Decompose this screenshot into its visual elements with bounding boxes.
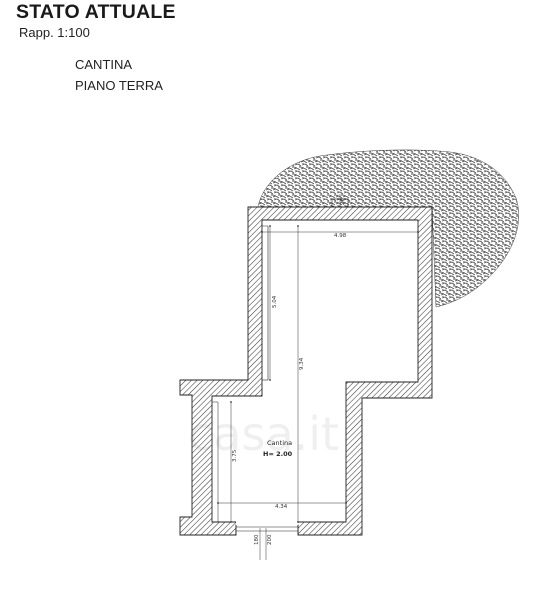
floor-label: PIANO TERRA	[75, 78, 163, 93]
dim-total-depth: 9.34	[299, 357, 305, 370]
door-opening	[236, 521, 298, 535]
plan-title: STATO ATTUALE	[16, 1, 176, 23]
dim-top-width: 4.98	[334, 233, 347, 239]
room-height: H= 2.00	[263, 450, 293, 458]
level-label: CANTINA	[75, 57, 133, 72]
dim-door-a: 180	[254, 534, 260, 545]
terrain-hatch	[257, 149, 519, 308]
dim-upper-depth: 5.04	[272, 295, 278, 308]
watermark: casa.it	[188, 407, 339, 461]
dim-lower-depth: 3.75	[232, 449, 238, 462]
dim-vent: 20	[340, 198, 346, 205]
plan-scale: Rapp. 1:100	[19, 25, 90, 40]
room-name: Cantina	[267, 439, 292, 447]
dim-bottom-width: 4.34	[275, 504, 288, 510]
dim-door-b: 200	[267, 534, 273, 545]
